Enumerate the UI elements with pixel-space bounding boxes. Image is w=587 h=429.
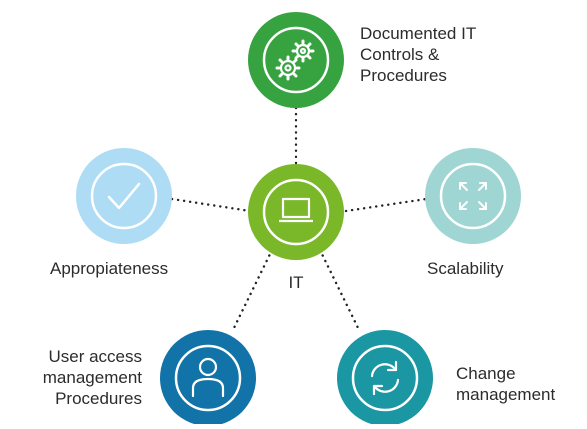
label-right-line-1: Scalability (427, 259, 504, 278)
node-center-ring (262, 178, 330, 246)
user-icon (191, 357, 225, 398)
label-left: Appropiateness (50, 258, 168, 279)
gears-icon (275, 39, 315, 81)
label-bottom-right: Change management (456, 363, 555, 405)
label-center: IT (276, 272, 316, 293)
label-top-line-3: Procedures (360, 66, 447, 85)
laptop-icon (279, 197, 313, 223)
refresh-icon (370, 360, 400, 396)
label-bottom-left-line-2: management (42, 368, 142, 387)
node-right (425, 148, 521, 244)
connector-left (170, 197, 252, 213)
label-bottom-right-line-2: management (456, 385, 556, 404)
connector-bottom-left (230, 248, 274, 334)
label-top-line-2: Controls & (360, 45, 440, 64)
node-right-circle (425, 148, 521, 244)
connector-bottom-right (318, 248, 362, 334)
node-bottom-right (337, 330, 433, 426)
label-left-line-1: Appropiateness (50, 259, 169, 278)
checkmark-icon (107, 182, 141, 210)
label-right: Scalability (427, 258, 504, 279)
label-top-line-1: Documented IT (360, 24, 477, 43)
label-top: Documented IT Controls & Procedures (360, 23, 476, 86)
node-bottom-left (160, 330, 256, 426)
node-right-ring (439, 162, 507, 230)
label-bottom-left-line-3: Procedures (55, 389, 142, 408)
node-left-ring (90, 162, 158, 230)
connector-right (344, 197, 428, 213)
node-bottom-right-ring (351, 344, 419, 412)
node-bottom-right-circle (337, 330, 433, 426)
node-center (248, 164, 344, 260)
expand-arrows-icon (459, 182, 487, 210)
label-bottom-left-line-1: User access (48, 347, 142, 366)
node-bottom-left-ring (174, 344, 242, 412)
connectors (170, 106, 428, 334)
label-center-text: IT (288, 273, 304, 292)
label-bottom-left: User access management Procedures (22, 346, 142, 409)
node-left-circle (76, 148, 172, 244)
node-left (76, 148, 172, 244)
node-top-ring (262, 26, 330, 94)
label-bottom-right-line-1: Change (456, 364, 516, 383)
node-center-circle (248, 164, 344, 260)
node-top (248, 12, 344, 108)
